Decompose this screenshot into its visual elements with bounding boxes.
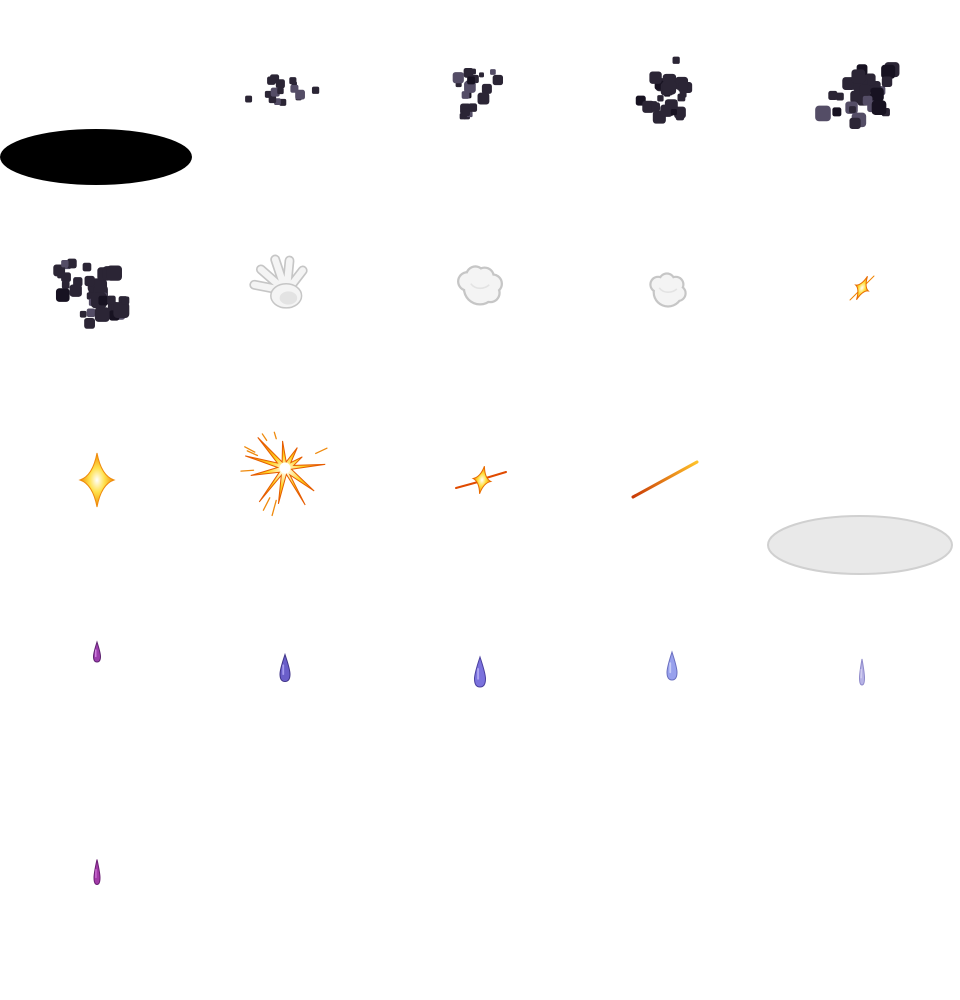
smoke-dissipate-frame-4 bbox=[815, 62, 900, 129]
spark-trails bbox=[455, 466, 507, 494]
hand-fist bbox=[649, 272, 687, 308]
spark-tiny bbox=[849, 275, 875, 301]
smoke-dissipate-frame-3 bbox=[635, 56, 693, 124]
droplet-pale bbox=[858, 658, 866, 686]
hand-half-closed bbox=[457, 265, 503, 306]
droplet-purple bbox=[279, 652, 291, 683]
explosion-burst bbox=[240, 431, 328, 517]
shadow-black-ellipse bbox=[0, 129, 192, 185]
smoke-dissipate-frame-1 bbox=[245, 74, 320, 106]
droplet-magenta-tall bbox=[93, 859, 101, 886]
shadow-gray-ellipse bbox=[767, 515, 953, 575]
droplet-magenta-small bbox=[92, 640, 102, 663]
hand-open bbox=[249, 254, 308, 309]
smoke-puff-large bbox=[53, 258, 130, 329]
sparkle-star bbox=[78, 452, 116, 508]
fire-streak bbox=[631, 460, 699, 499]
smoke-dissipate-frame-2 bbox=[452, 67, 504, 120]
droplet-periwinkle bbox=[666, 650, 678, 681]
droplet-violet bbox=[473, 655, 487, 688]
